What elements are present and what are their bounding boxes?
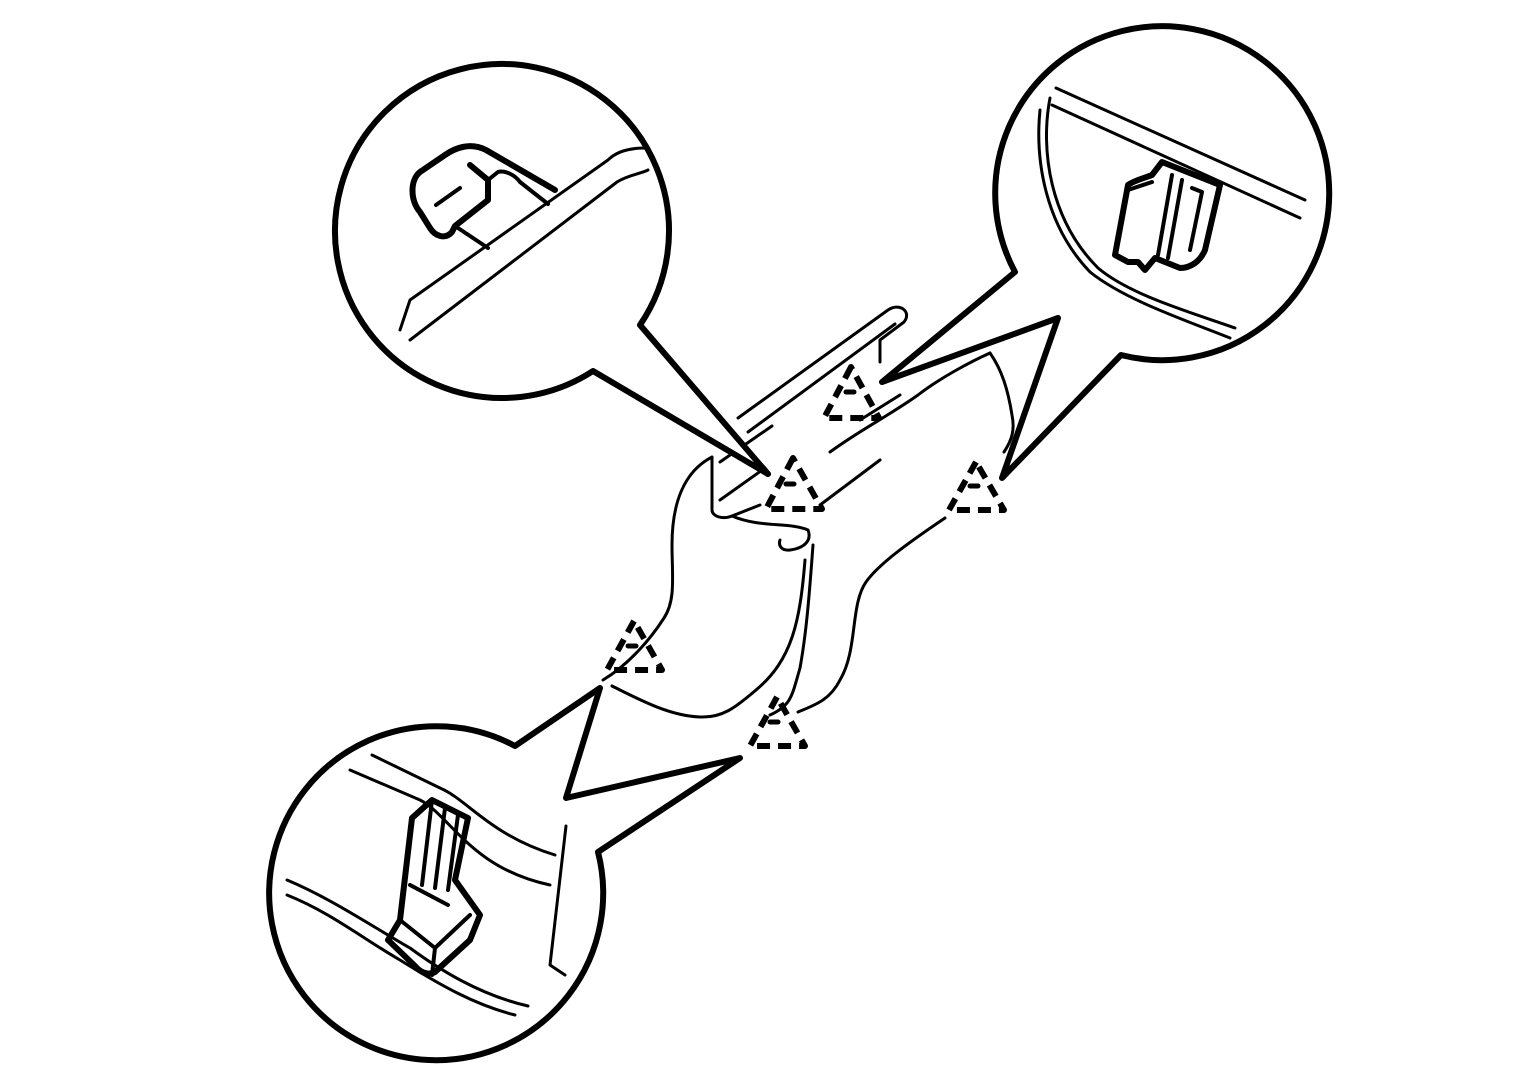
callout-2-trim-edge-outer xyxy=(1054,86,1307,202)
callout-1-clip-body xyxy=(409,143,558,240)
trim-panel xyxy=(601,305,1015,719)
housing-side xyxy=(818,393,902,507)
callout-3-clip-body xyxy=(385,797,483,977)
panel-inner-edge xyxy=(768,543,815,717)
panel-top-ridge xyxy=(828,351,992,454)
housing-rail-outer xyxy=(736,305,909,420)
housing-lower-lip xyxy=(730,514,811,552)
callout-1-clip-detail xyxy=(434,169,550,250)
callout-2-trim-curve xyxy=(1037,96,1237,340)
callout-2-clip-body xyxy=(1112,159,1223,273)
callout-clip-3 xyxy=(266,685,743,1064)
panel-upper-right-edge xyxy=(988,351,1015,454)
callout-3-trim-edge-bottom xyxy=(285,878,530,1017)
callout-3-clip-detail xyxy=(398,798,472,977)
callout-2-clip-detail xyxy=(1126,173,1204,260)
callout-3-trim-edge-top xyxy=(370,753,557,857)
callout-1-bubble xyxy=(332,60,771,477)
panel-bottom-edge xyxy=(610,558,807,719)
clip-marker-1 xyxy=(821,364,882,421)
callout-3-bubble xyxy=(266,685,743,1064)
clip-marker-4 xyxy=(604,618,665,673)
callout-3-vertical-edge xyxy=(548,824,568,977)
clip-marker-2 xyxy=(763,455,825,512)
callout-1-trim-edge-outer xyxy=(398,146,647,332)
panel-right-edge xyxy=(796,516,947,714)
callout-clip-2 xyxy=(879,23,1333,481)
clip-marker-3 xyxy=(946,459,1007,513)
callout-1-trim-edge-inner xyxy=(408,168,650,342)
callout-clip-1 xyxy=(332,60,771,477)
callout-2-trim-edge-inner xyxy=(1050,103,1302,220)
callout-2-bubble xyxy=(879,23,1333,481)
housing-rail-inner xyxy=(746,322,897,434)
panel-left-edge xyxy=(601,455,714,682)
clip-marker-5 xyxy=(747,694,808,749)
clip-markers xyxy=(604,364,1007,749)
